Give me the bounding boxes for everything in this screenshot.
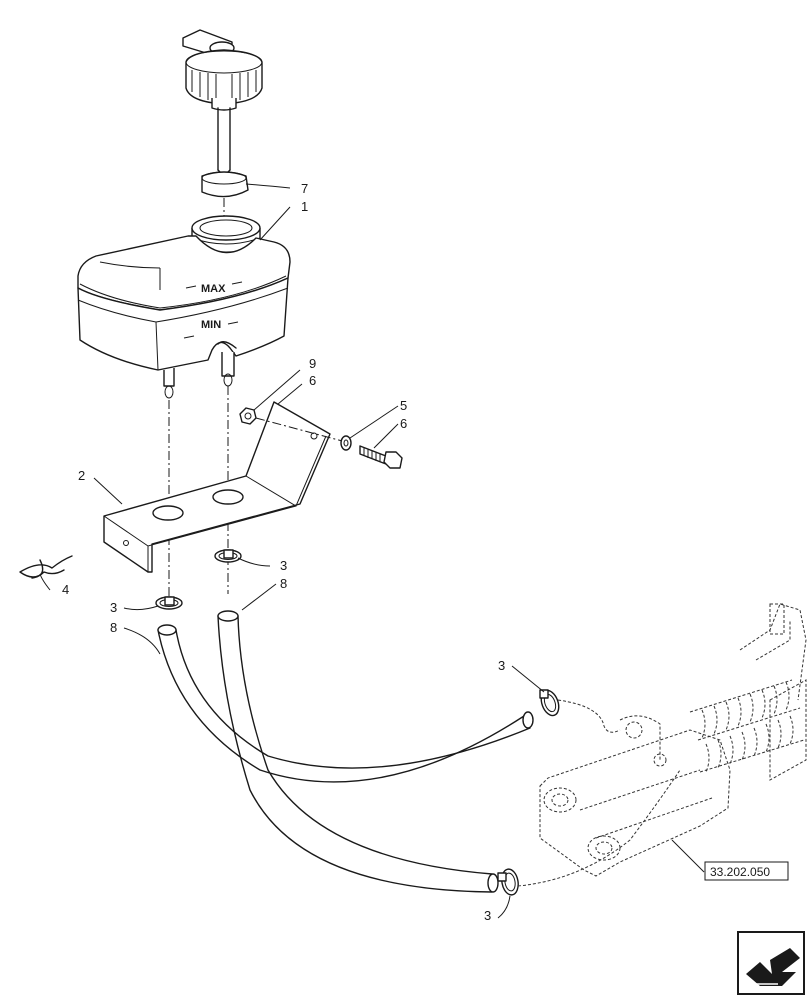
bolt (359, 445, 403, 469)
callout-9: 9 (309, 356, 316, 371)
washer (340, 435, 352, 451)
hose-clamp-lower (497, 868, 519, 896)
callout-7: 7 (301, 181, 308, 196)
max-level-label: MAX (201, 283, 226, 295)
reference-box[interactable]: 33.202.050 (704, 861, 789, 881)
hose-clamp-front (539, 689, 560, 717)
callout-5: 5 (400, 398, 407, 413)
callout-6-lower: 6 (400, 416, 407, 431)
hose-rear (217, 610, 499, 893)
cable-tie (19, 555, 73, 579)
callout-4: 4 (62, 582, 69, 597)
leader-lines (39, 183, 705, 919)
hex-nut (239, 407, 257, 425)
reservoir-cap (182, 29, 263, 177)
callout-2: 2 (78, 468, 85, 483)
reservoir-tank (77, 215, 291, 399)
callout-6-upper: 6 (309, 373, 316, 388)
hose-front (157, 624, 534, 783)
callout-3-upper-left: 3 (110, 600, 117, 615)
bolt-axis-line (255, 417, 347, 443)
callout-3-front: 3 (498, 658, 505, 673)
min-level-label: MIN (201, 319, 221, 331)
mounting-bracket (103, 401, 331, 573)
callout-3-lower: 3 (484, 908, 491, 923)
steering-cylinder (539, 603, 807, 877)
callout-8-upper-right: 8 (280, 576, 287, 591)
callout-8-upper-left: 8 (110, 620, 117, 635)
callout-1: 1 (301, 199, 308, 214)
hose-clamp-upper-right (214, 549, 242, 563)
connection-line-upper (557, 699, 621, 733)
reference-label: 33.202.050 (710, 865, 770, 879)
nav-arrow-icon[interactable] (737, 931, 805, 995)
callout-3-upper-right: 3 (280, 558, 287, 573)
seal-washer (201, 171, 249, 198)
hose-clamp-upper-left (155, 596, 183, 610)
connection-line-lower (517, 769, 681, 887)
